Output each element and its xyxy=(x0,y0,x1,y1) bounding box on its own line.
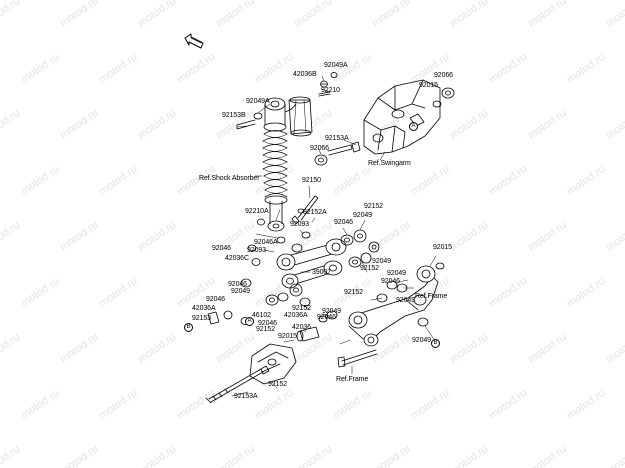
front-arrow-icon xyxy=(184,33,204,49)
ref-marker-b: B xyxy=(184,323,193,332)
part-label: 92152A xyxy=(303,209,327,216)
part-label: 92152 xyxy=(360,265,379,272)
part-label: 92049 xyxy=(231,288,250,295)
leader-lines xyxy=(231,71,438,397)
part-label: 92210A xyxy=(245,208,269,215)
part-label: 92046 xyxy=(228,281,247,288)
ref-label-swingarm: Ref.Swingarm xyxy=(368,160,411,167)
swingarm xyxy=(363,79,441,155)
part-label: 92015 xyxy=(419,82,438,89)
ref-marker-a: A xyxy=(409,122,418,131)
part-label: 92049 xyxy=(372,258,391,265)
ref-label-frame: Ref.Frame xyxy=(415,293,448,300)
part-label: 92152 xyxy=(364,203,383,210)
ref-label-frame: 92152 xyxy=(268,381,287,388)
bushings-upper xyxy=(247,229,380,268)
part-label: 92049A xyxy=(324,62,348,69)
tie-rod xyxy=(276,231,347,289)
part-label: 92152 xyxy=(256,326,275,333)
part-label: 92152 xyxy=(344,289,363,296)
ref-label-shock-absorber: Ref.Shock Absorber xyxy=(199,175,260,182)
linkage-arm xyxy=(348,262,445,347)
shock-top-hardware xyxy=(236,72,455,166)
part-label: 92015 xyxy=(433,244,452,251)
part-label: 92150 xyxy=(302,177,321,184)
part-label: 92210 xyxy=(321,87,340,94)
part-label: 92046 xyxy=(317,314,336,321)
part-label: 92046 xyxy=(258,320,277,327)
part-label: 92046 xyxy=(334,219,353,226)
part-label: 42036C xyxy=(225,255,249,262)
ref-marker-b: B xyxy=(431,339,440,348)
shock-absorber xyxy=(262,96,313,232)
part-label: 92046 xyxy=(381,278,400,285)
lower-bolt xyxy=(337,349,378,368)
part-label: 92049 xyxy=(412,337,431,344)
part-label: 92049 xyxy=(396,297,415,304)
part-label: Ref.Frame xyxy=(336,376,369,383)
part-label: 92152 xyxy=(292,305,311,312)
part-label: 92153B xyxy=(222,112,246,119)
part-label: 42036A xyxy=(284,312,308,319)
part-label: 92049A xyxy=(246,98,270,105)
part-label: 92049 xyxy=(387,270,406,277)
bushings-lower-left xyxy=(207,278,338,342)
part-label: 42036 xyxy=(292,324,311,331)
part-label: 92153A xyxy=(325,135,349,142)
shock-bottom-bolt xyxy=(257,195,319,226)
frame-bracket xyxy=(249,343,297,385)
part-label: 92049 xyxy=(353,212,372,219)
part-label: 46102 xyxy=(252,312,271,319)
part-label: 39007 xyxy=(312,269,331,276)
part-label: 42036B xyxy=(293,71,317,78)
part-label: 92046A xyxy=(254,239,278,246)
long-bolt xyxy=(205,365,270,404)
part-label: 92153 xyxy=(192,315,211,322)
part-label: 92066 xyxy=(434,72,453,79)
part-label: 92015 xyxy=(278,333,297,340)
part-label: 92093 xyxy=(290,221,309,228)
part-label: 92049 xyxy=(322,308,341,315)
ref-marker-a: A xyxy=(245,317,254,326)
part-label: 92153A xyxy=(234,393,258,400)
part-label: 92093 xyxy=(247,247,266,254)
part-label: 42036A xyxy=(192,305,216,312)
part-label: 92046 xyxy=(206,296,225,303)
part-label: 92066 xyxy=(310,145,329,152)
part-label: 92046 xyxy=(212,245,231,252)
